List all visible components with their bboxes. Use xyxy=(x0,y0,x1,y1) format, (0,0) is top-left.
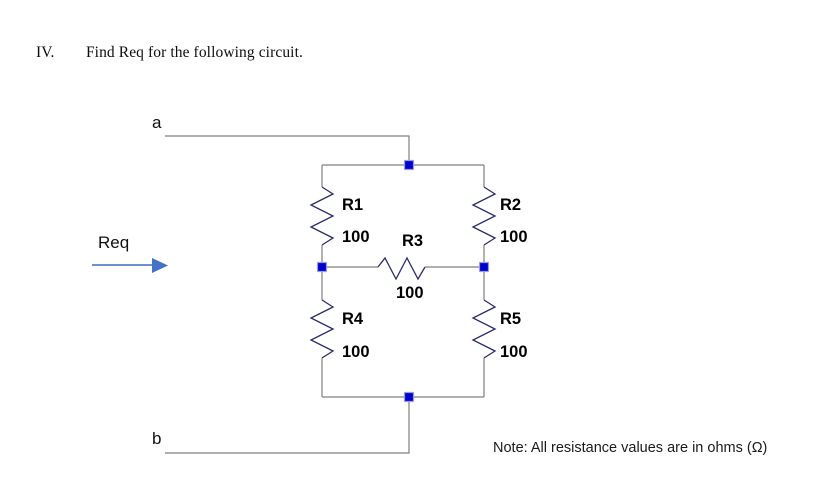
resistor-R2-name-label: R2 xyxy=(500,196,522,214)
terminal-b-label: b xyxy=(152,429,162,448)
resistor-R2 xyxy=(471,165,497,263)
question-number: IV. xyxy=(35,44,55,61)
question-text: Find Req for the following circuit. xyxy=(85,44,303,61)
junction-node-left xyxy=(316,261,328,273)
junction-node-top xyxy=(403,159,415,171)
resistor-R4-name-label: R4 xyxy=(342,310,364,328)
resistor-R4-value-label: 100 xyxy=(342,343,370,361)
resistor-R2-value-label: 100 xyxy=(500,228,528,246)
resistor-R2-zigzag xyxy=(471,186,497,246)
resistor-R5-name-label: R5 xyxy=(500,310,522,328)
resistor-R5-zigzag xyxy=(471,299,497,359)
resistor-R1-zigzag xyxy=(309,186,335,246)
req-arrow-head-icon xyxy=(152,258,168,273)
resistor-R5 xyxy=(471,271,497,397)
resistor-R1 xyxy=(309,165,335,263)
req-label: Req xyxy=(98,233,130,252)
resistor-R4-zigzag xyxy=(309,299,335,359)
resistor-R3-value-label: 100 xyxy=(396,284,424,302)
resistor-R5-value-label: 100 xyxy=(500,343,528,361)
resistor-R3-name-label: R3 xyxy=(402,232,424,250)
page-title: IV. Find Req for the following circuit. xyxy=(28,26,303,62)
junction-node-bottom xyxy=(403,391,415,403)
resistor-R3 xyxy=(326,256,480,281)
resistor-R3-zigzag xyxy=(377,256,426,281)
resistor-R1-value-label: 100 xyxy=(342,228,370,246)
terminal-a-lead-wire xyxy=(165,135,410,161)
terminal-a-label: a xyxy=(152,113,162,132)
resistor-R1-name-label: R1 xyxy=(342,196,364,214)
junction-node-right xyxy=(478,261,490,273)
terminal-b-lead-wire xyxy=(165,401,410,454)
req-arrow xyxy=(92,258,168,273)
units-note: Note: All resistance values are in ohms … xyxy=(493,440,768,456)
resistor-R4 xyxy=(309,271,335,397)
